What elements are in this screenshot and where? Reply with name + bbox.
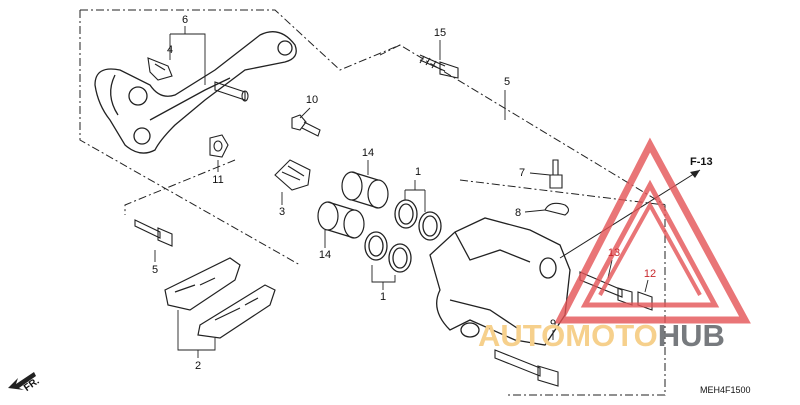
pad-spring-clip: [147, 57, 173, 81]
callout-7: 7: [518, 167, 526, 179]
reference-arrow: [559, 169, 701, 259]
bolt-10: [291, 114, 321, 137]
bleeder-valve: [549, 159, 563, 189]
caliper-bracket: [94, 31, 297, 154]
callout-2: 2: [194, 360, 202, 372]
callout-13: 13: [607, 247, 621, 259]
callout-4: 4: [166, 44, 174, 56]
slide-pin: [214, 81, 249, 102]
bolt-15: [419, 54, 459, 79]
bolt-5: [134, 219, 173, 247]
watermark-triangle: [554, 137, 751, 324]
callout-1-top: 1: [414, 166, 422, 178]
nut-11: [209, 134, 229, 158]
caliper-body: [429, 217, 571, 346]
pad-retainer: [274, 159, 311, 191]
piston-seals: [364, 199, 442, 273]
callout-6: 6: [181, 14, 189, 26]
callout-12: 12: [643, 268, 657, 280]
watermark-auto: AUTO: [478, 318, 566, 353]
callout-14-bottom: 14: [318, 249, 332, 261]
front-direction-arrow: [8, 372, 36, 390]
bolt-9: [494, 349, 559, 387]
assembly-frame-lines: [79, 9, 666, 396]
callout-10: 10: [305, 94, 319, 106]
callout-1-bottom: 1: [379, 291, 387, 303]
callout-5-bolt: 5: [151, 264, 159, 276]
callout-15: 15: [433, 27, 447, 39]
diagram-code: MEH4F1500: [700, 385, 751, 395]
reference-f13: F-13: [690, 156, 713, 168]
watermark-hub: HUB: [657, 318, 725, 353]
watermark-text: AUTOMOTOHUB: [478, 318, 725, 354]
leader-lines: [154, 26, 649, 358]
watermark-moto: MOTO: [565, 318, 658, 353]
caliper-pistons: [317, 171, 389, 239]
callout-8: 8: [514, 207, 522, 219]
callout-5: 5: [503, 76, 511, 88]
callout-3: 3: [278, 206, 286, 218]
callout-9: 9: [549, 318, 557, 330]
brake-pads: [164, 257, 276, 339]
callout-11: 11: [212, 174, 224, 186]
bleeder-cap: [544, 202, 570, 216]
callout-14-top: 14: [361, 147, 375, 159]
